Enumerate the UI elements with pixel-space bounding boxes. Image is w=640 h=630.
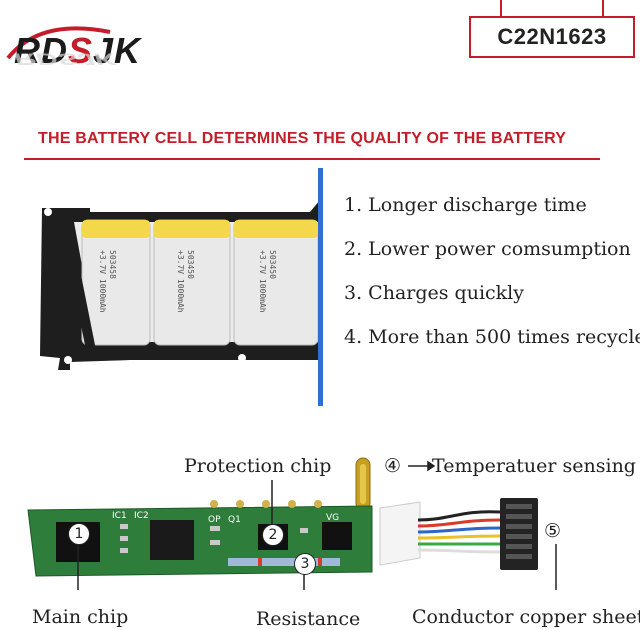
feature-item: 1. Longer discharge time: [344, 194, 587, 216]
section-divider: [318, 168, 323, 406]
label-main-chip: Main chip: [32, 606, 129, 628]
cell-1-model: 503458: [108, 250, 117, 279]
label-protection-chip: Protection chip: [184, 455, 332, 477]
label-resistance: Resistance: [256, 608, 361, 630]
cell-3-label: +3.7V 1000mAh: [258, 250, 267, 313]
marker-conductor: ⑤: [544, 520, 562, 542]
battery-cell-2: [153, 219, 231, 346]
silk-ic1: IC1: [112, 511, 127, 521]
cell-2-label: +3.7V 1000mAh: [176, 250, 185, 313]
marker-temperature: ④: [384, 455, 402, 477]
marker-main-chip: 1: [68, 523, 90, 545]
logo-swoosh-icon: [6, 26, 111, 60]
marker-resistance: 3: [294, 553, 316, 575]
logo-reflection: RDSJK: [14, 49, 116, 68]
cell-3-model: 503450: [268, 250, 277, 279]
silk-op: OP: [208, 515, 221, 525]
label-conductor: Conductor copper sheet: [412, 606, 640, 628]
headline-underline: [24, 158, 600, 160]
battery-cell-1: [81, 219, 151, 346]
badge-connector-left: [500, 0, 502, 18]
feature-item: 4. More than 500 times recycle: [344, 326, 640, 348]
cell-1-label: +3.7V 1000mAh: [98, 250, 107, 313]
feature-item: 2. Lower power comsumption: [344, 238, 631, 260]
marker-protection-chip: 2: [262, 524, 284, 546]
feature-item: 3. Charges quickly: [344, 282, 524, 304]
model-badge: C22N1623: [469, 16, 635, 58]
silk-ic2: IC2: [134, 511, 149, 521]
headline: THE BATTERY CELL DETERMINES THE QUALITY …: [38, 130, 567, 147]
logo-text: RDSJK: [14, 30, 142, 71]
label-temperature: Temperatuer sensing: [432, 455, 636, 477]
brand-logo: RDSJK RDSJK: [0, 18, 175, 88]
cell-2-model: 503450: [186, 250, 195, 279]
silk-vg: VG: [326, 513, 339, 523]
battery-pack-image: +3.7V 1000mAh 503458 +3.7V 1000mAh 50345…: [40, 200, 322, 370]
badge-connector-right: [602, 0, 604, 18]
silk-q1: Q1: [228, 515, 241, 525]
battery-cell-3: [233, 219, 319, 346]
